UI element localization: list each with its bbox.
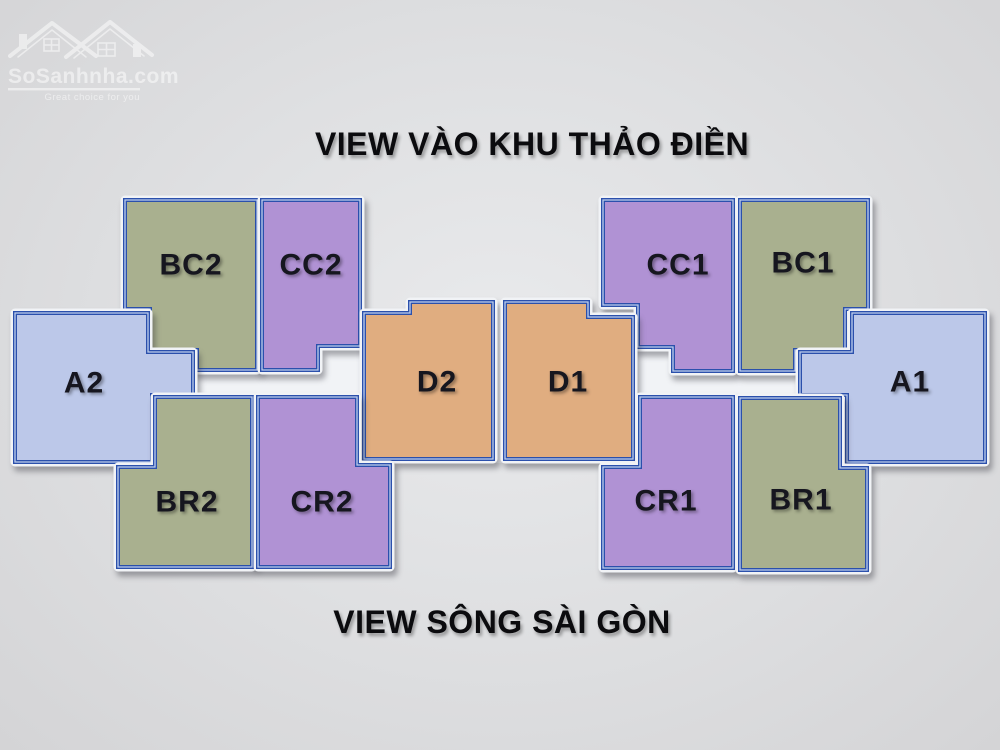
block-label-bc2: BC2 (159, 249, 222, 282)
block-a1 (795, 308, 990, 467)
block-cc2 (257, 195, 365, 375)
block-label-bc1: BC1 (771, 247, 834, 280)
block-label-cc2: CC2 (279, 249, 342, 282)
block-a2 (10, 308, 198, 467)
block-br1 (735, 393, 872, 575)
block-inner-line (602, 199, 734, 372)
logo-underline (8, 88, 140, 91)
block-inner-line (504, 301, 634, 460)
logo-brand-text: SoSanhnha.com (8, 65, 179, 88)
title-bottom: VIEW SÔNG SÀI GÒN (333, 604, 671, 640)
block-inner-line (117, 396, 253, 568)
block-label-cr1: CR1 (634, 485, 697, 518)
block-inner-line (739, 397, 868, 571)
title-top: VIEW VÀO KHU THẢO ĐIỀN (314, 126, 750, 162)
block-br2 (113, 392, 257, 572)
block-label-a1: A1 (890, 366, 930, 399)
block-cc1 (598, 195, 738, 376)
block-d1 (500, 297, 638, 464)
block-inner-line (363, 301, 494, 460)
block-label-br1: BR1 (769, 484, 832, 517)
block-label-d1: D1 (548, 366, 588, 399)
sosanhnha-logo: SoSanhnha.com Great choice for you (8, 20, 179, 103)
block-label-cc1: CC1 (646, 249, 709, 282)
block-inner-line (261, 199, 361, 371)
block-d2 (359, 297, 498, 464)
block-label-br2: BR2 (155, 486, 218, 519)
block-label-d2: D2 (417, 366, 457, 399)
block-shape-cc2 (260, 198, 362, 372)
block-inner-line (602, 396, 734, 569)
block-inner-line (799, 312, 986, 463)
block-bc1 (735, 195, 873, 376)
block-cr1 (598, 392, 738, 573)
houses-icon (8, 20, 154, 59)
logo-tagline-text: Great choice for you (44, 92, 140, 103)
block-label-a2: A2 (64, 367, 104, 400)
block-cr2 (253, 392, 395, 572)
block-label-cr2: CR2 (290, 486, 353, 519)
block-inner-line (257, 396, 391, 568)
